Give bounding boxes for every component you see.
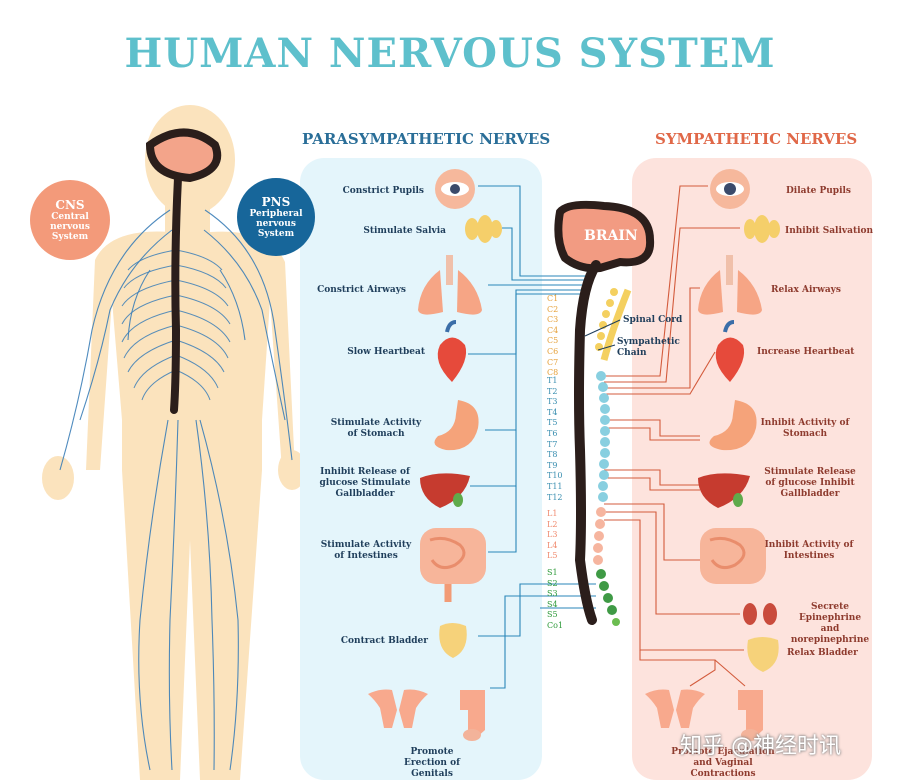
vertebra-label: T1: [547, 376, 558, 385]
bladder-icon-left: [439, 623, 467, 658]
eye-icon-left: [435, 169, 475, 209]
lungs-icon-right: [698, 255, 762, 315]
vertebra-label: C3: [547, 315, 559, 325]
pns-line1: Peripheral: [249, 209, 303, 219]
page-title: HUMAN NERVOUS SYSTEM: [124, 30, 776, 77]
cns-line1: Central: [51, 212, 89, 222]
vertebra-label: S4: [547, 599, 558, 609]
vertebra-label: S3: [547, 589, 558, 599]
para-label-constrict-pupils: Constrict Pupils: [342, 186, 424, 196]
vertebra-label: T3: [547, 397, 558, 407]
lungs-icon-left: [418, 255, 482, 315]
watermark: 知乎 @神经时讯: [680, 734, 841, 759]
spinal-cord: [554, 200, 655, 625]
vertebra-label: L3: [547, 530, 558, 540]
vertebra-label: T4: [547, 407, 558, 417]
vertebra-label: C5: [547, 336, 559, 346]
female-reproductive-icon-right: [645, 689, 705, 728]
stomach-icon-left: [434, 400, 479, 451]
vertebra-label: T2: [547, 386, 558, 396]
cervical-labels: C1 C2 C3 C4 C5 C6 C7 C8: [547, 294, 558, 379]
symp-label-inhibit-salivation: Inhibit Salivation: [785, 226, 874, 236]
heart-icon-right: [715, 320, 745, 382]
parasympathetic-heading: PARASYMPATHETIC NERVES: [302, 130, 551, 148]
vertebra-label: T12: [547, 492, 563, 502]
symp-label-relax-bladder: Relax Bladder: [787, 648, 858, 658]
thoracic-labels: T1 T2 T3 T4 T5 T6 T7 T8 T9 T10 T11 T12: [547, 376, 563, 503]
vertebra-label: T10: [547, 471, 563, 481]
para-label-genitals: Promote Erection of Genitals: [404, 747, 460, 779]
cns-line2: nervous: [50, 222, 90, 232]
para-label-slow-heartbeat: Slow Heartbeat: [347, 347, 425, 357]
eye-icon-right: [710, 169, 750, 209]
vertebra-label: T11: [547, 481, 563, 491]
lumbar-labels: L1 L2 L3 L4 L5: [547, 509, 557, 562]
human-body-figure: [42, 105, 300, 780]
liver-icon-right: [698, 473, 750, 508]
vertebra-label: T6: [547, 428, 558, 438]
parasympathetic-panel: [300, 158, 542, 780]
sacral-labels: S1 S2 S3 S4 S5 Co1: [547, 568, 563, 632]
pns-line2: nervous: [256, 219, 296, 229]
spinal-cord-label: Spinal Cord: [623, 315, 683, 325]
sympathetic-chain-beads: [593, 288, 620, 626]
cns-abbr: CNS: [55, 198, 85, 212]
liver-icon-left: [420, 473, 470, 508]
vertebra-label: C6: [547, 346, 559, 356]
symp-label-increase-heartbeat: Increase Heartbeat: [757, 347, 855, 357]
symp-label-stomach: Inhibit Activity of Stomach: [760, 418, 850, 439]
symp-label-intestines: Inhibit Activity of Intestines: [764, 540, 854, 561]
vertebra-label: L1: [547, 509, 558, 518]
vertebra-label: C2: [547, 304, 559, 314]
pns-line3: System: [257, 229, 295, 239]
vertebra-label: T7: [547, 439, 558, 449]
vertebra-label: T9: [547, 460, 558, 470]
male-reproductive-icon-right: [738, 690, 763, 741]
salivary-gland-icon-right: [744, 215, 780, 243]
intestines-icon-left: [420, 528, 486, 602]
vertebra-label: C7: [547, 357, 559, 367]
para-label-stomach: Stimulate Activity of Stomach: [330, 418, 422, 439]
salivary-gland-icon-left: [465, 215, 502, 243]
intestines-icon-right: [700, 528, 766, 584]
cns-badge: CNS Central nervous System: [30, 180, 110, 260]
symp-label-gallbladder: Stimulate Release of glucose Inhibit Gal…: [764, 467, 856, 499]
bladder-icon-right: [747, 637, 779, 672]
brain-label: BRAIN: [584, 228, 638, 244]
para-label-stimulate-salvia: Stimulate Salvia: [363, 226, 446, 236]
vertebra-label: C4: [547, 325, 559, 335]
vertebra-label: S2: [547, 578, 558, 588]
pns-badge: PNS Peripheral nervous System: [237, 178, 315, 256]
para-label-constrict-airways: Constrict Airways: [317, 285, 406, 295]
vertebra-label: L5: [547, 551, 558, 561]
para-label-contract-bladder: Contract Bladder: [340, 636, 428, 646]
vertebra-label: T5: [547, 418, 558, 428]
vertebra-label: C1: [547, 294, 559, 303]
vertebra-label: C8: [547, 368, 559, 378]
vertebra-label: L4: [547, 540, 558, 550]
symp-label-relax-airways: Relax Airways: [771, 285, 841, 295]
vertebra-label: T8: [547, 450, 558, 460]
cns-line3: System: [51, 232, 89, 242]
kidneys-icon-right: [743, 603, 777, 625]
stomach-icon-right: [709, 400, 757, 451]
symp-label-epinephrine: Secrete Epinephrine and norepinephrine: [790, 602, 870, 645]
vertebra-label: Co1: [547, 620, 564, 630]
para-label-intestines: Stimulate Activity of Intestines: [320, 540, 412, 561]
vertebra-label: L2: [547, 519, 558, 529]
para-label-gallbladder: Inhibit Release of glucose Stimulate Gal…: [319, 467, 411, 499]
symp-label-dilate-pupils: Dilate Pupils: [786, 186, 851, 196]
pns-abbr: PNS: [261, 195, 291, 209]
female-reproductive-icon-left: [368, 689, 428, 728]
heart-icon-left: [437, 320, 467, 382]
vertebra-label: S5: [547, 610, 558, 620]
symp-label-ejaculation: Promote Ejaculation and Vaginal Contract…: [671, 747, 775, 779]
vertebra-label: S1: [547, 568, 558, 577]
sympathetic-heading: SYMPATHETIC NERVES: [655, 130, 858, 148]
sympathetic-chain-label: Sympathetic Chain: [617, 337, 680, 358]
male-reproductive-icon-left: [460, 690, 485, 741]
